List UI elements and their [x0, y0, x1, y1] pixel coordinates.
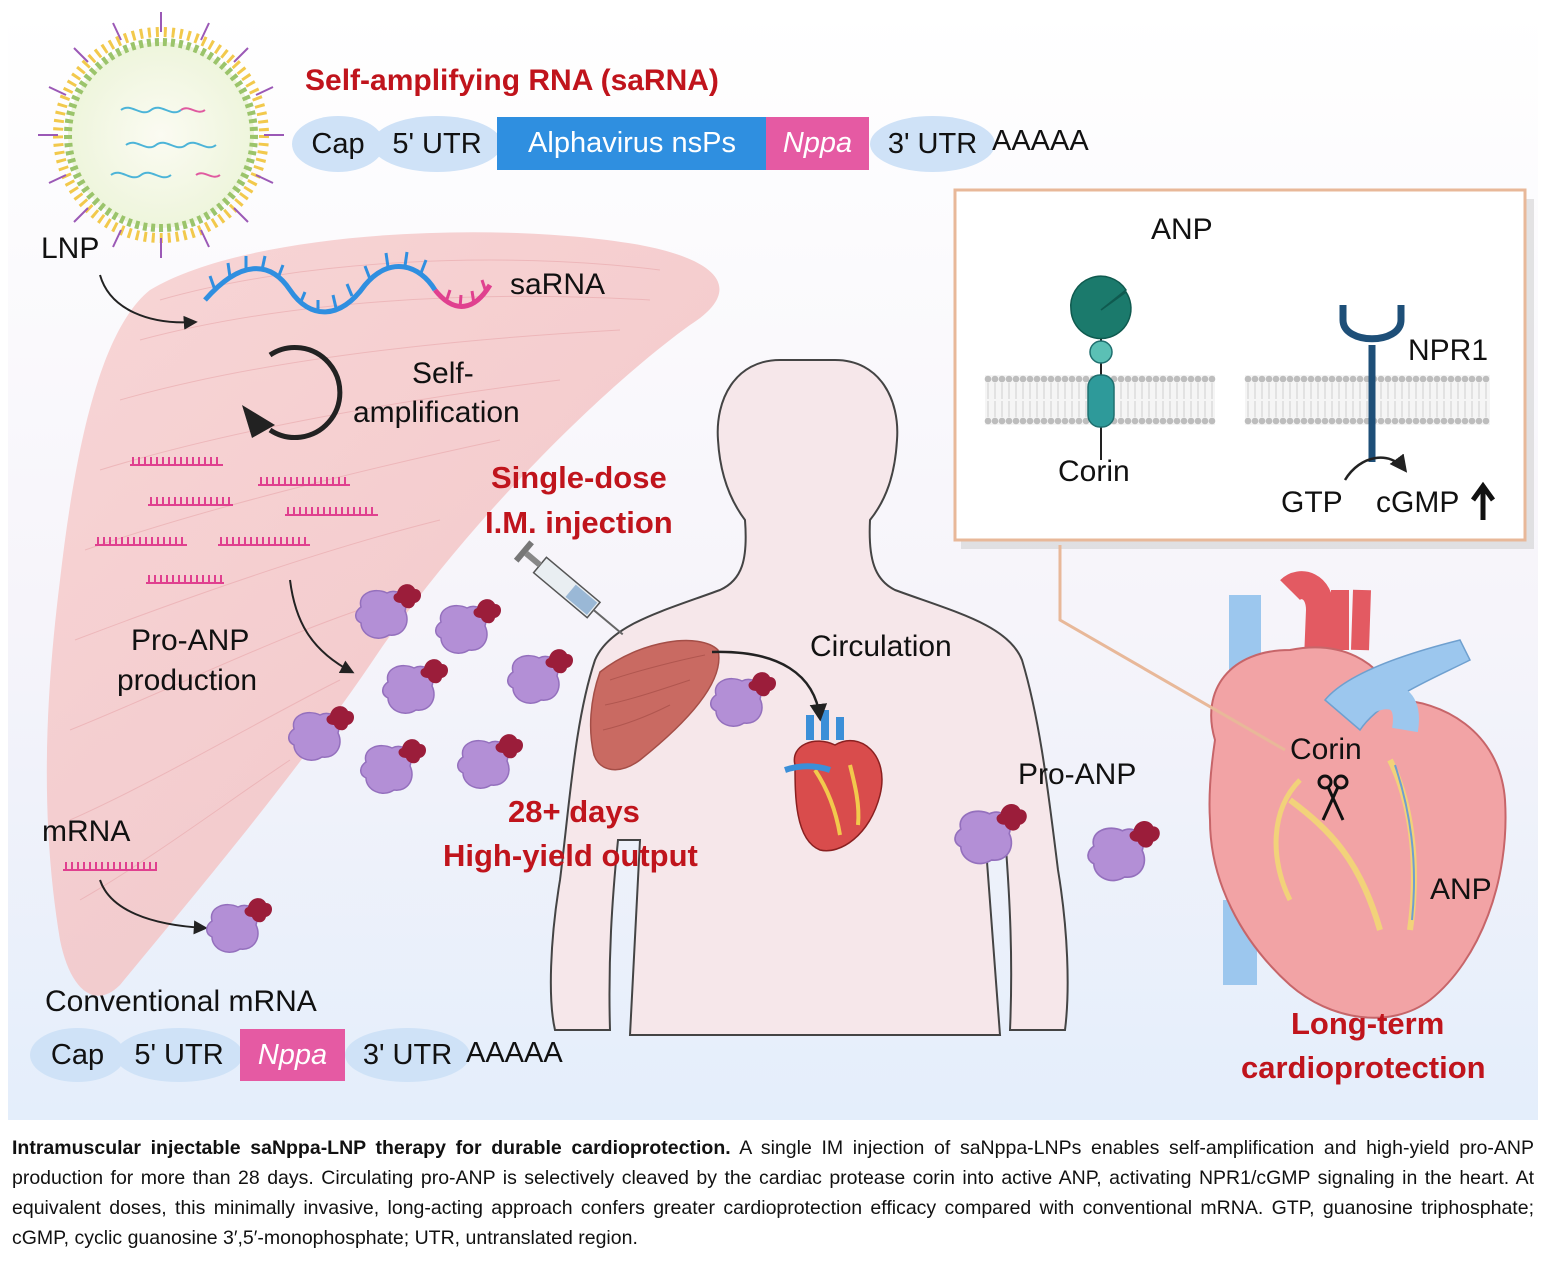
caption-text: A single IM injection of saNppa-LNPs ena…: [12, 1137, 1534, 1249]
rna-copy: [258, 477, 350, 486]
cell-membrane-right: [1244, 375, 1490, 425]
lnp-arrow: [99, 274, 198, 330]
pro-anp-label: Pro-ANP: [1018, 758, 1137, 791]
single-dose-label-2: I.M. injection: [485, 505, 673, 540]
corin-heart-label: Corin: [1290, 733, 1362, 766]
production-arrow: [289, 579, 355, 674]
proanp-production-label-2: production: [117, 664, 258, 697]
conv-cap-ellipse: Cap: [30, 1028, 125, 1082]
mrna-strand-icon: [63, 862, 157, 871]
syringe-icon: [513, 540, 624, 636]
up-arrow-icon: [1470, 481, 1496, 520]
sarna-label: saRNA: [510, 268, 606, 301]
self-amplification-arrow: [242, 345, 343, 440]
inset-corin-label: Corin: [1058, 455, 1130, 488]
conv-utr5-ellipse: 5' UTR: [115, 1028, 243, 1082]
proanp-production-label-1: Pro-ANP: [131, 624, 250, 657]
lnp-label: LNP: [41, 232, 100, 265]
corin-receptor-icon: [1070, 275, 1132, 460]
sarna-title: Self-amplifying RNA (saRNA): [305, 64, 719, 97]
npr1-receptor-icon: [1339, 305, 1405, 462]
pro-anp-protein-icon: [507, 649, 573, 704]
alphavirus-nsps-segment: Alphavirus nsPs: [497, 117, 767, 170]
pro-anp-protein-icon: [360, 739, 426, 794]
pro-anp-protein-icon: [355, 584, 421, 639]
inset-panel: [953, 188, 1527, 542]
rna-copy: [95, 537, 187, 546]
gtp-cgmp-arrow: [1343, 453, 1408, 481]
rna-copy: [218, 537, 310, 546]
self-amplification-label-1: Self-: [412, 357, 474, 390]
conv-nppa-segment: Nppa: [240, 1029, 345, 1081]
deltoid-muscle: [589, 639, 720, 771]
rna-copy: [146, 575, 224, 584]
conv-utr3-ellipse: 3' UTR: [345, 1028, 470, 1082]
rna-copy: [148, 497, 233, 506]
rna-copy: [285, 507, 378, 516]
anp-heart-label: ANP: [1430, 873, 1492, 906]
pro-anp-protein-icon: [954, 803, 1027, 865]
inset-gtp-label: GTP: [1281, 486, 1343, 519]
heart-illustration: [1208, 571, 1507, 1019]
pro-anp-protein-icon: [435, 599, 501, 654]
caption-bold: Intramuscular injectable saNppa-LNP ther…: [12, 1137, 731, 1159]
inset-cgmp-label: cGMP: [1376, 486, 1460, 519]
scissors-icon: [1317, 774, 1349, 821]
circulation-arrow: [711, 650, 828, 722]
longterm-label-2: cardioprotection: [1241, 1050, 1486, 1085]
figure-caption: Intramuscular injectable saNppa-LNP ther…: [12, 1133, 1534, 1253]
inset-connector: [1058, 545, 1286, 752]
rna-copies: [95, 457, 378, 584]
rna-copy: [130, 457, 223, 466]
circulation-label: Circulation: [810, 630, 952, 663]
body-silhouette: [549, 359, 1069, 1036]
conv-polya-tail: AAAAA: [466, 1037, 563, 1069]
conventional-mrna-title: Conventional mRNA: [45, 985, 317, 1018]
pro-anp-protein-icon: [457, 734, 523, 789]
inset-anp-label: ANP: [1151, 213, 1213, 246]
mrna-arrow: [99, 879, 208, 935]
polya-tail: AAAAA: [992, 125, 1089, 157]
pro-anp-protein-icon: [382, 659, 448, 714]
pro-anp-protein-icon: [206, 898, 272, 953]
pro-anp-protein-icon: [288, 706, 354, 761]
single-dose-label-1: Single-dose: [491, 460, 667, 495]
lnp-particle-icon: [38, 12, 284, 258]
utr3-ellipse: 3' UTR: [870, 116, 995, 172]
figure: Cap 5' UTR Alphavirus nsPs Nppa 3' UTR A…: [8, 8, 1538, 1120]
diagram-art: [8, 8, 1538, 1120]
days-label-1: 28+ days: [508, 794, 640, 829]
mrna-label: mRNA: [42, 815, 131, 848]
sarna-strand-icon: [203, 251, 493, 315]
self-amplification-label-2: amplification: [353, 396, 520, 429]
longterm-label-1: Long-term: [1291, 1006, 1445, 1041]
days-label-2: High-yield output: [443, 838, 698, 873]
pro-anp-protein-icon: [710, 672, 776, 727]
cap-ellipse: Cap: [292, 116, 384, 172]
nppa-segment: Nppa: [766, 117, 869, 170]
utr5-ellipse: 5' UTR: [372, 116, 502, 172]
inset-npr1-label: NPR1: [1408, 334, 1489, 367]
pro-anp-protein-icon: [1087, 820, 1160, 882]
